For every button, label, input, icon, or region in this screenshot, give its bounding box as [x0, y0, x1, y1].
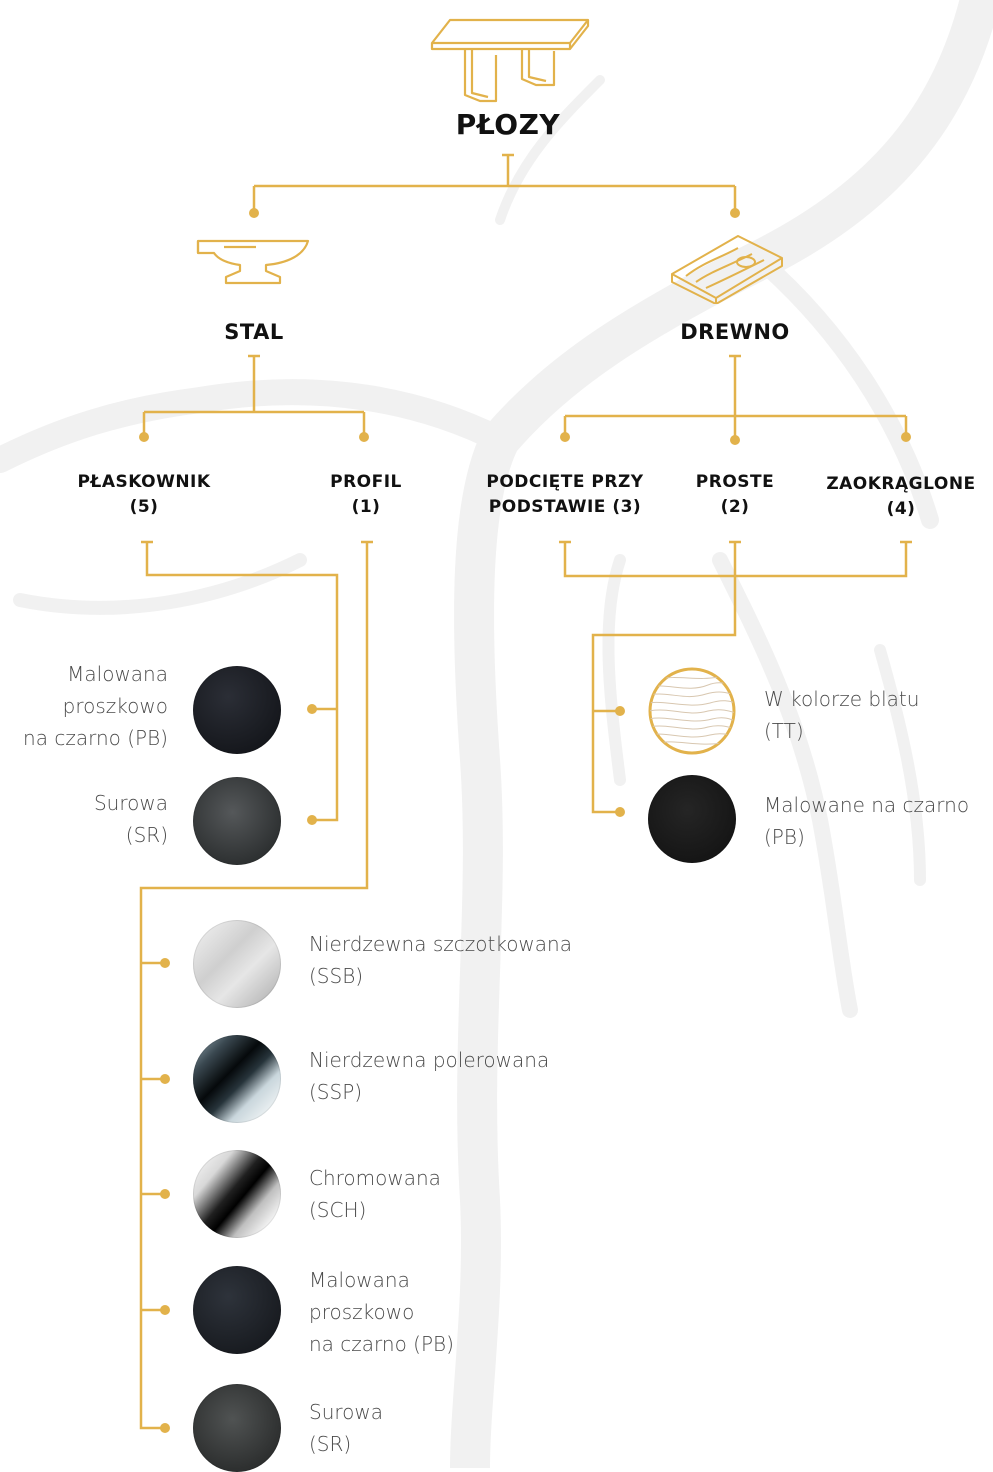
type-proste: PROSTE (2) [680, 470, 790, 520]
table-icon [430, 18, 590, 103]
swatch-chrome [193, 1150, 281, 1238]
finish-label-line: (TT) [764, 719, 804, 743]
type-profil: PROFIL (1) [314, 470, 418, 520]
swatch-raw-steel [193, 1384, 281, 1472]
type-zaokraglone: ZAOKRĄGLONE (4) [808, 472, 993, 522]
type-zaokraglone-line1: ZAOKRĄGLONE [826, 474, 976, 494]
type-podciete-line2: PODSTAWIE (3) [488, 497, 642, 517]
finish-label-line: Surowa [93, 791, 168, 815]
finish-label-line: Nierdzewna szczotkowana [309, 932, 572, 956]
finish-label-line: Nierdzewna polerowana [309, 1048, 550, 1072]
finish-label-line: na czarno (PB) [309, 1332, 454, 1356]
finish-label: Surowa (SR) [309, 1396, 629, 1460]
finish-label: Malowane na czarno (PB) [764, 789, 992, 853]
anvil-icon [196, 239, 310, 285]
finish-label: Nierdzewna polerowana (SSP) [309, 1044, 629, 1108]
type-proste-line2: (2) [720, 497, 750, 517]
finish-label: Surowa (SR) [0, 787, 168, 851]
category-stal: STAL [224, 320, 284, 344]
finish-label: Malowana proszkowo na czarno (PB) [0, 658, 168, 754]
finish-label-line: Chromowana [309, 1166, 441, 1190]
finish-label: Chromowana (SCH) [309, 1162, 629, 1226]
swatch-black-powder [193, 666, 281, 754]
type-proste-line1: PROSTE [695, 472, 775, 492]
type-zaokraglone-line2: (4) [886, 499, 916, 519]
type-profil-name: PROFIL [330, 472, 402, 492]
finish-label-line: Malowane na czarno [764, 793, 970, 817]
finish-label-line: W kolorze blatu [764, 687, 920, 711]
type-podciete: PODCIĘTE PRZY PODSTAWIE (3) [470, 470, 660, 520]
swatch-brushed-stainless [193, 920, 281, 1008]
swatch-raw-steel [193, 777, 281, 865]
finish-label-line: (SR) [309, 1432, 352, 1456]
finish-label-line: Malowana [67, 662, 168, 686]
finish-label-line: Surowa [309, 1400, 384, 1424]
swatch-black-paint [648, 775, 736, 863]
finish-label-line: (SR) [125, 823, 168, 847]
finish-label-line: na czarno (PB) [23, 726, 168, 750]
finish-label-line: Malowana [309, 1268, 410, 1292]
type-plaskownik: PŁASKOWNIK (5) [54, 470, 234, 520]
root-title: PŁOZY [455, 108, 561, 141]
wood-plank-icon [671, 235, 783, 304]
finish-label-line: (SSB) [309, 964, 364, 988]
swatch-polished-stainless [193, 1035, 281, 1123]
type-profil-count: (1) [351, 497, 381, 517]
finish-label-line: (PB) [764, 825, 805, 849]
finish-label: W kolorze blatu (TT) [764, 683, 992, 747]
finish-label-line: proszkowo [309, 1300, 415, 1324]
swatch-black-powder [193, 1266, 281, 1354]
finish-label-line: (SCH) [309, 1198, 367, 1222]
swatch-wood-grain [648, 667, 736, 755]
finish-label: Nierdzewna szczotkowana (SSB) [309, 928, 629, 992]
type-plaskownik-count: (5) [129, 497, 159, 517]
finish-label-line: proszkowo [62, 694, 168, 718]
category-drewno: DREWNO [680, 320, 790, 344]
type-podciete-line1: PODCIĘTE PRZY [486, 472, 644, 492]
finish-label-line: (SSP) [309, 1080, 363, 1104]
type-plaskownik-name: PŁASKOWNIK [77, 472, 211, 492]
finish-label: Malowana proszkowo na czarno (PB) [309, 1264, 629, 1360]
